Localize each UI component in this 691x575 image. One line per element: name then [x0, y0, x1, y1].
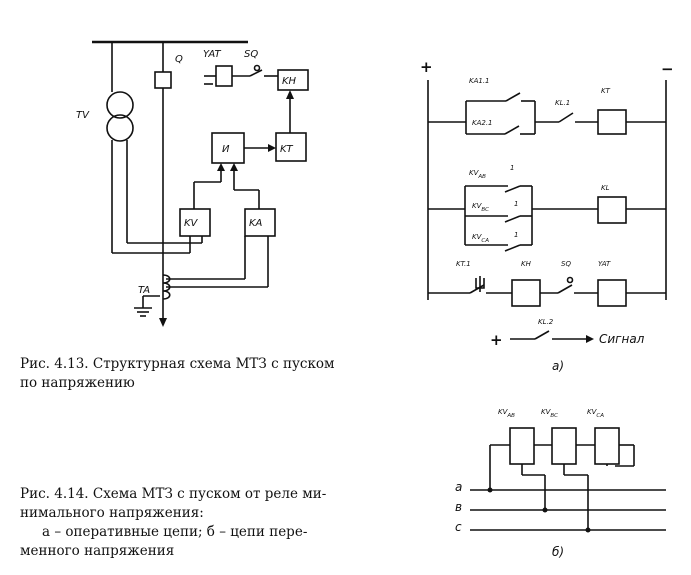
- figure-4-13-caption: Рис. 4.13. Структурная схема МТЗ с пуско…: [20, 355, 390, 393]
- label-q: Q: [175, 54, 183, 65]
- breaker-q: [154, 71, 172, 89]
- indicator-kh: [277, 69, 309, 91]
- label-kv-bc: KVBC: [472, 202, 489, 213]
- label-sq-switch: SQ: [561, 260, 571, 268]
- subfigure-a-label: а): [552, 359, 564, 373]
- fig-4-14a-operational-circuits: + − KA1.1 KA2.1 KL.1 KT: [420, 58, 674, 373]
- plus-sign: +: [420, 58, 433, 76]
- signal-plus-sign: +: [490, 331, 503, 349]
- relay-kv-bc: [551, 427, 577, 465]
- coil-yat: [597, 279, 627, 307]
- label-tv: TV: [76, 110, 90, 121]
- fig-4-13-structural-diagram: TV Q YAT SQ KH KT И KV KA TA: [76, 40, 309, 327]
- caption-line: нимального напряжения:: [20, 505, 204, 521]
- label-phase-a: a: [455, 480, 462, 494]
- label-kv-ab-relay: KVAB: [498, 408, 515, 419]
- relay-kh: [511, 279, 541, 307]
- label-kv: KV: [184, 218, 199, 229]
- label-kt-coil: KT: [601, 87, 611, 95]
- fig-4-14b-ac-circuits: KVAB KVBC KVCA a в c б): [455, 408, 666, 559]
- label-kl-2: KL.2: [538, 318, 554, 326]
- label-signal: Сигнал: [599, 332, 645, 346]
- caption-line: а – оперативные цепи; б – цепи пере-: [42, 524, 308, 540]
- label-ta: TA: [138, 285, 150, 296]
- label-kt: KT: [280, 144, 294, 155]
- label-yat-coil: YAT: [598, 260, 611, 268]
- relay-ka: [244, 208, 276, 237]
- label-kv-ca-relay: KVCA: [587, 408, 604, 419]
- timer-kt: [275, 132, 307, 162]
- coil-kt: [597, 109, 627, 135]
- subfigure-b-label: б): [552, 545, 564, 559]
- label-ka1-1: KA1.1: [469, 77, 490, 85]
- caption-line: по напряжению: [20, 375, 135, 391]
- caption-line: Рис. 4.13. Структурная схема МТЗ с пуско…: [20, 356, 335, 372]
- label-kv-ca: KVCA: [472, 233, 489, 244]
- caption-line: менного напряжения: [20, 543, 175, 559]
- label-kh-relay: KH: [521, 260, 532, 268]
- label-kl-coil: KL: [601, 184, 610, 192]
- label-kt-1: KT.1: [456, 260, 471, 268]
- label-sq: SQ: [244, 49, 258, 60]
- label-phase-c: c: [455, 520, 462, 534]
- label-kv-bc-relay: KVBC: [541, 408, 558, 419]
- relay-kv-ab: [509, 427, 535, 465]
- label-kv-ca-1: 1: [514, 231, 518, 239]
- trip-coil-yat: [215, 65, 233, 87]
- label-ka2-1: KA2.1: [472, 119, 493, 127]
- label-kv-ab-1: 1: [510, 164, 514, 172]
- label-kl-1: KL.1: [555, 99, 570, 107]
- label-kv-ab: KVAB: [469, 169, 486, 180]
- label-kh: KH: [282, 76, 297, 87]
- label-kv-bc-1: 1: [514, 200, 518, 208]
- label-phase-b: в: [455, 500, 462, 514]
- label-yat: YAT: [203, 49, 221, 60]
- relay-kv: [179, 208, 211, 237]
- caption-line: Рис. 4.14. Схема МТЗ с пуском от реле ми…: [20, 486, 327, 502]
- coil-kl: [597, 196, 627, 224]
- voltage-transformer-tv: [106, 91, 134, 119]
- minus-sign: −: [661, 60, 674, 78]
- figure-4-14-caption: Рис. 4.14. Схема МТЗ с пуском от реле ми…: [20, 485, 400, 561]
- label-ka: KA: [249, 218, 263, 229]
- label-and: И: [222, 144, 230, 155]
- relay-kv-ca: [594, 427, 620, 465]
